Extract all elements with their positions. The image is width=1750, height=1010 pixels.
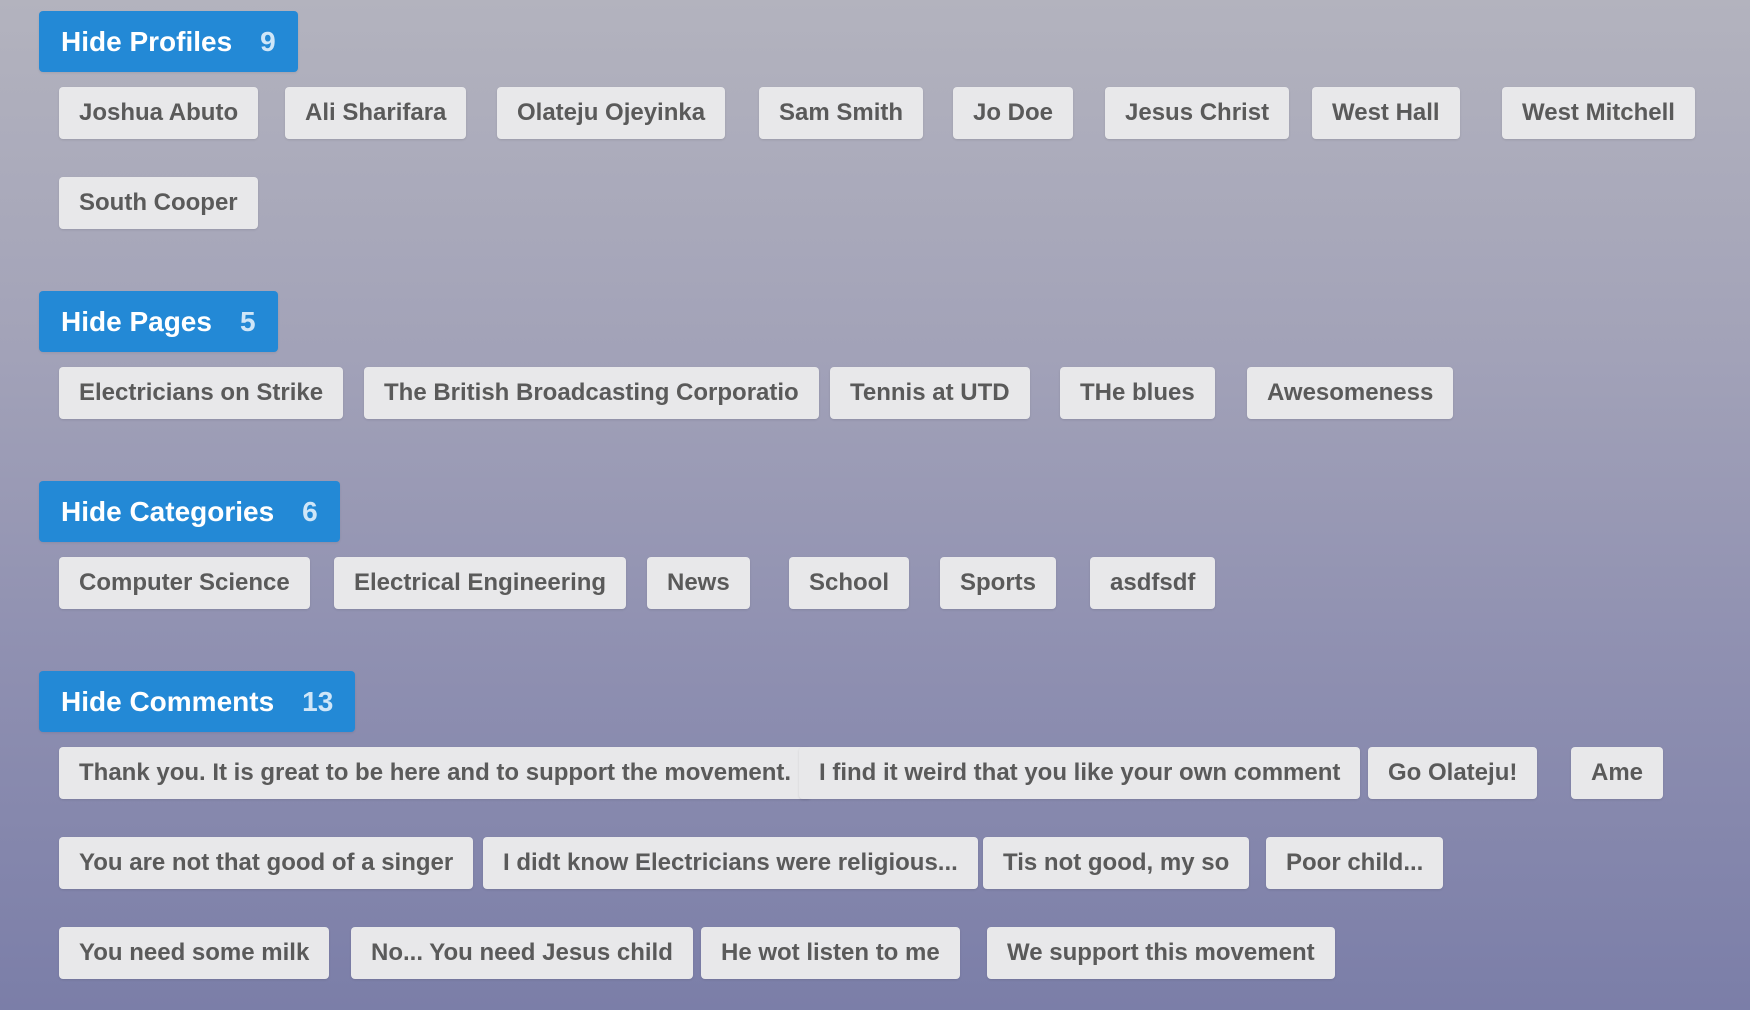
- comment-chip[interactable]: Ame: [1571, 747, 1664, 799]
- section-title: Hide Pages: [61, 305, 212, 337]
- section-count: 9: [260, 25, 276, 57]
- hide-categories-button[interactable]: Hide Categories 6: [39, 481, 340, 542]
- hide-pages-button[interactable]: Hide Pages 5: [39, 291, 278, 352]
- comment-chip[interactable]: Thank you. It is great to be here and to…: [59, 747, 812, 799]
- section-count: 5: [239, 305, 256, 337]
- page-chip[interactable]: Electricians on Strike: [59, 367, 344, 419]
- profile-chip[interactable]: West Hall: [1312, 87, 1460, 139]
- page-chip[interactable]: Tennis at UTD: [830, 367, 1030, 419]
- hide-profiles-button[interactable]: Hide Profiles 9: [39, 11, 298, 72]
- page-chip[interactable]: THe blues: [1060, 367, 1215, 419]
- comment-chip[interactable]: I find it weird that you like your own c…: [799, 747, 1361, 799]
- category-chip[interactable]: School: [789, 557, 910, 609]
- profile-chip[interactable]: Joshua Abuto: [59, 87, 259, 139]
- section-count: 6: [302, 495, 318, 527]
- hide-comments-button[interactable]: Hide Comments 13: [39, 671, 356, 732]
- comment-chip[interactable]: Tis not good, my so: [983, 837, 1250, 889]
- profile-chip[interactable]: Olateju Ojeyinka: [497, 87, 726, 139]
- section-hide-profiles: Hide Profiles 9 Joshua Abuto Ali Sharifa…: [39, 11, 1739, 257]
- section-count: 13: [302, 685, 334, 717]
- category-chip[interactable]: Sports: [940, 557, 1057, 609]
- profile-chip[interactable]: West Mitchell: [1502, 87, 1695, 139]
- comment-chip[interactable]: No... You need Jesus child: [351, 927, 693, 979]
- section-title: Hide Profiles: [61, 25, 233, 57]
- comment-chip[interactable]: Go Olateju!: [1368, 747, 1538, 799]
- page-chip[interactable]: Awesomeness: [1247, 367, 1454, 419]
- section-title: Hide Comments: [61, 685, 275, 717]
- comment-chip[interactable]: You need some milk: [59, 927, 330, 979]
- page-chip[interactable]: The British Broadcasting Corporatio: [364, 367, 819, 419]
- section-hide-pages: Hide Pages 5 Electricians on Strike The …: [39, 291, 1739, 427]
- category-chip[interactable]: News: [647, 557, 750, 609]
- profile-chip[interactable]: Ali Sharifara: [285, 87, 467, 139]
- category-chip[interactable]: asdfsdf: [1090, 557, 1216, 609]
- profile-chip[interactable]: South Cooper: [59, 177, 258, 229]
- section-hide-categories: Hide Categories 6 Computer Science Elect…: [39, 481, 1739, 617]
- category-chip[interactable]: Electrical Engineering: [334, 557, 627, 609]
- comments-chip-list: Thank you. It is great to be here and to…: [59, 747, 1739, 1007]
- profiles-chip-list: Joshua Abuto Ali Sharifara Olateju Ojeyi…: [59, 87, 1739, 257]
- categories-chip-list: Computer Science Electrical Engineering …: [59, 557, 1739, 617]
- section-title: Hide Categories: [61, 495, 275, 527]
- comment-chip[interactable]: I didt know Electricians were religious.…: [483, 837, 978, 889]
- profile-chip[interactable]: Jo Doe: [953, 87, 1074, 139]
- pages-chip-list: Electricians on Strike The British Broad…: [59, 367, 1739, 427]
- profile-chip[interactable]: Sam Smith: [759, 87, 924, 139]
- comment-chip[interactable]: Poor child...: [1266, 837, 1444, 889]
- category-chip[interactable]: Computer Science: [59, 557, 310, 609]
- comment-chip[interactable]: We support this movement: [987, 927, 1335, 979]
- comment-chip[interactable]: He wot listen to me: [701, 927, 960, 979]
- comment-chip[interactable]: You are not that good of a singer: [59, 837, 474, 889]
- profile-chip[interactable]: Jesus Christ: [1105, 87, 1290, 139]
- section-hide-comments: Hide Comments 13 Thank you. It is great …: [39, 671, 1739, 1007]
